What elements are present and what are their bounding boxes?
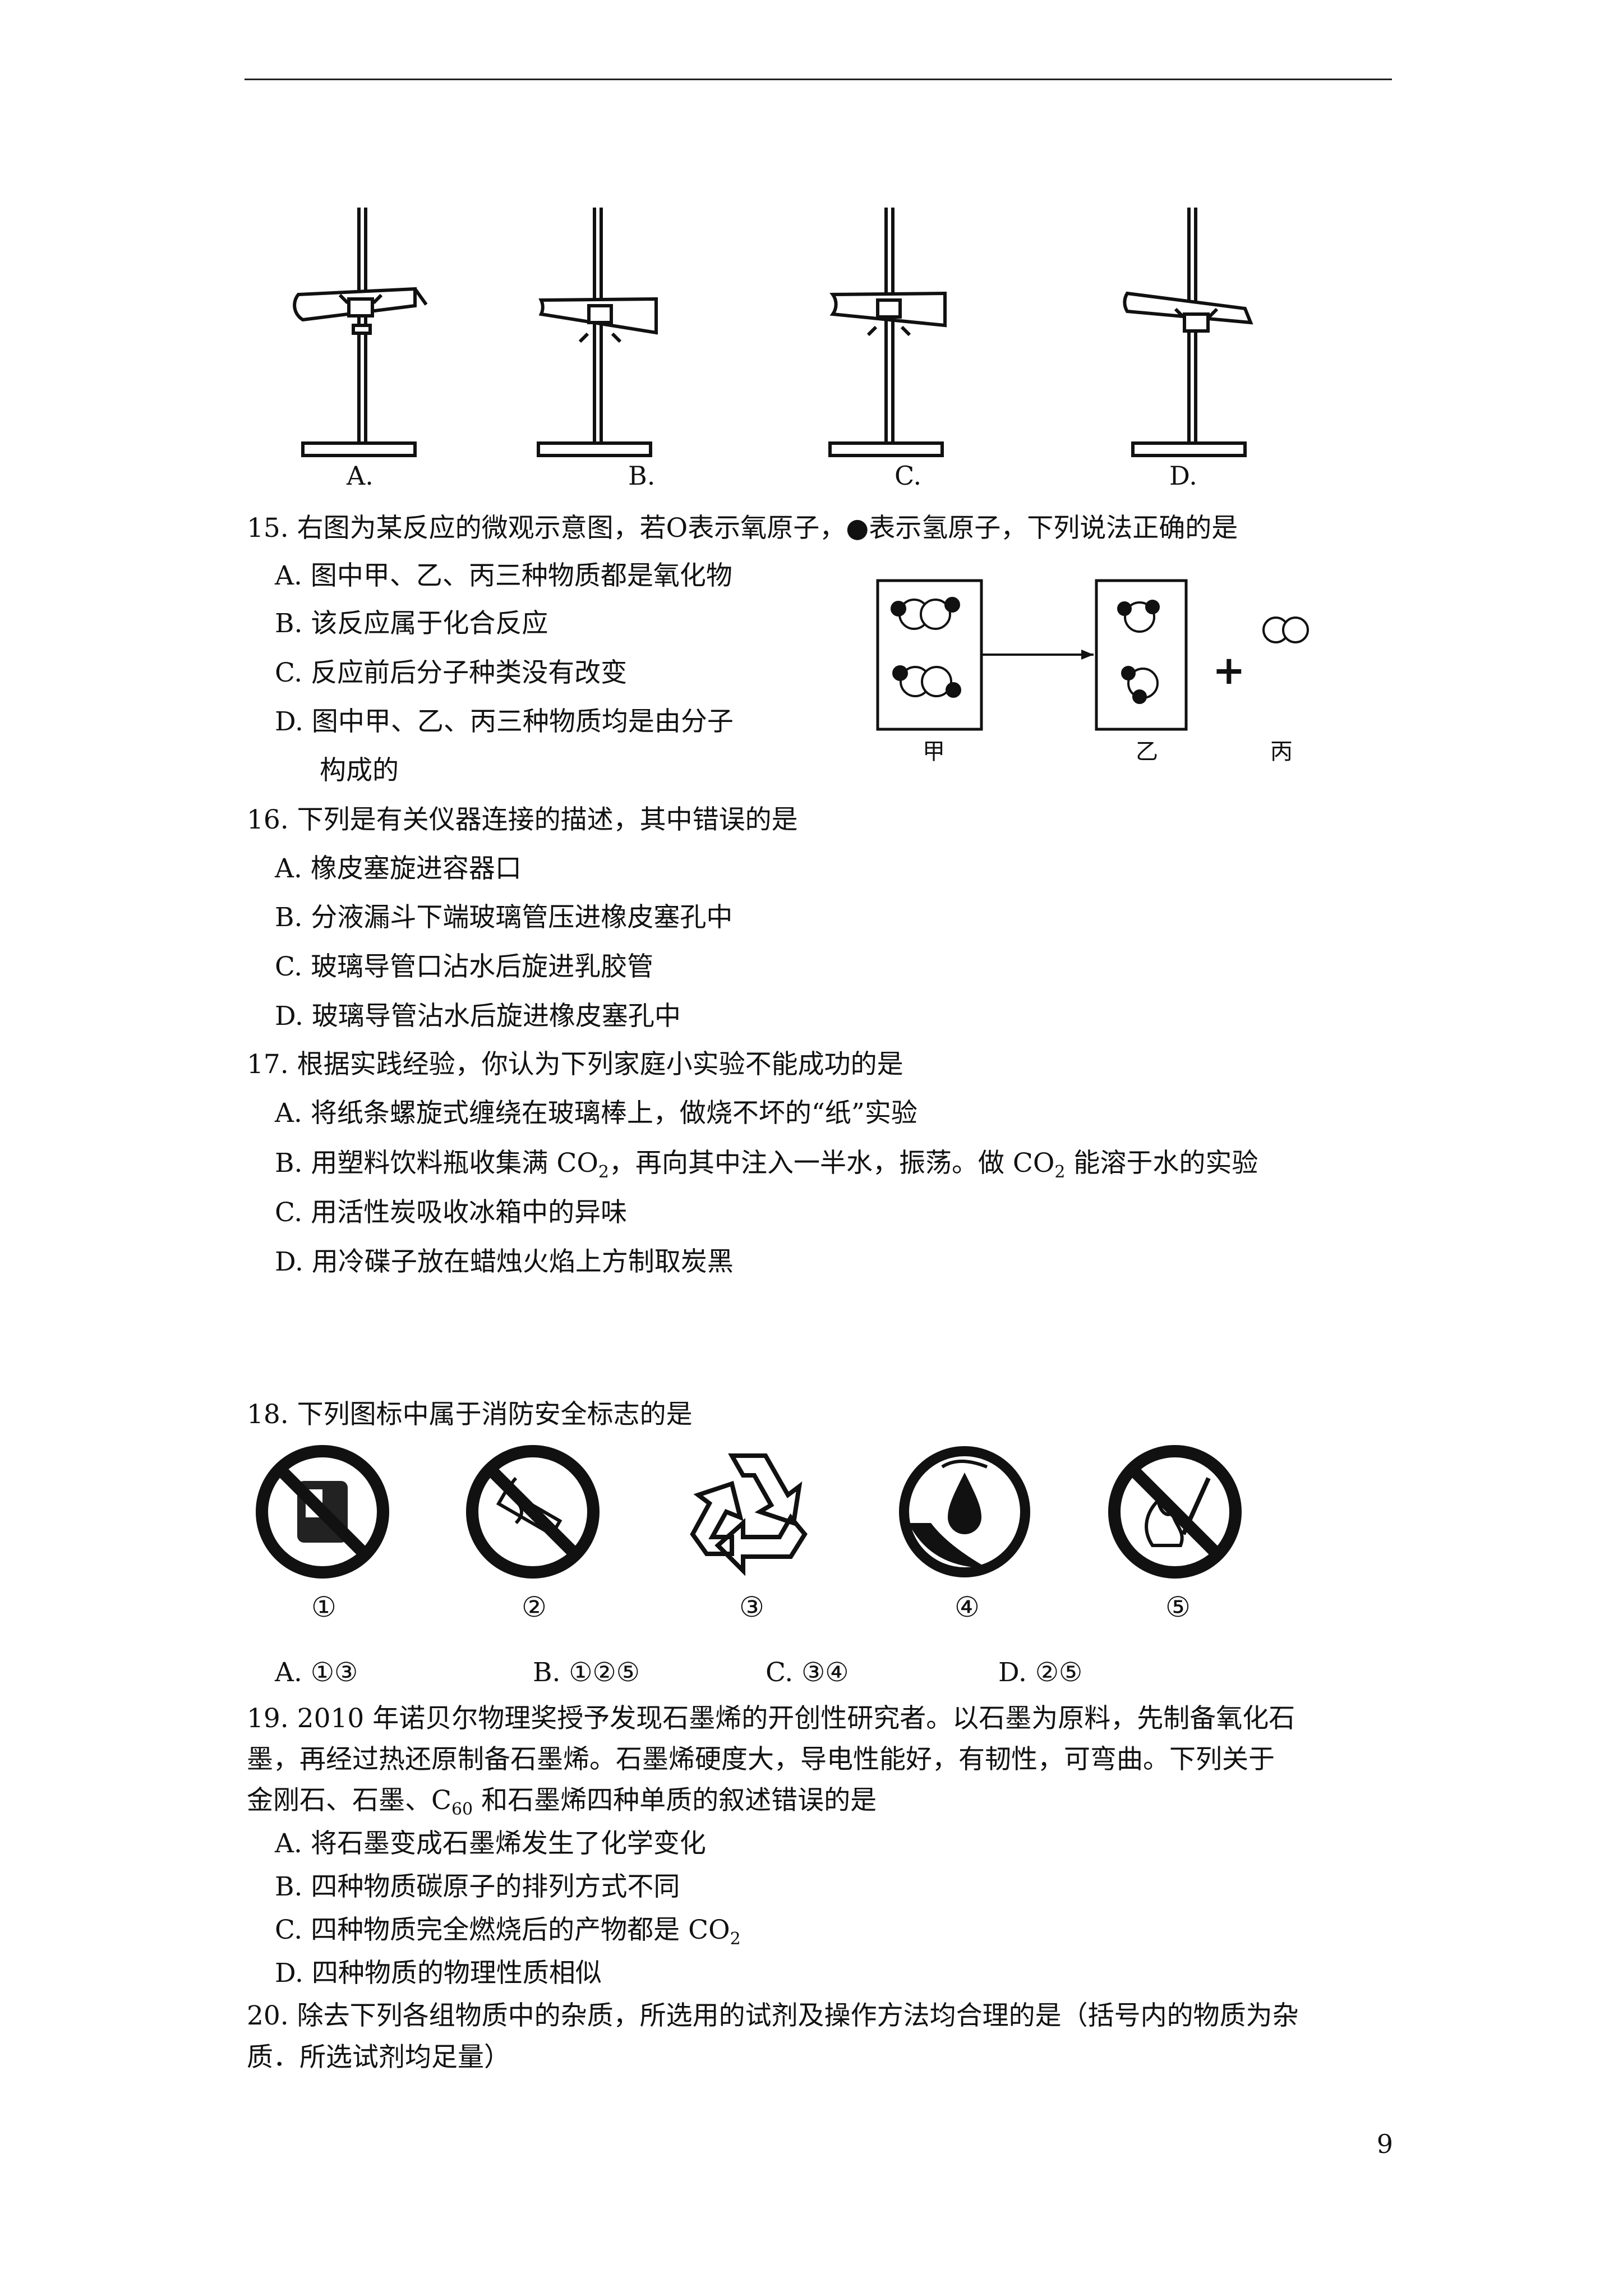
- icon-number-4: ④: [955, 1591, 980, 1623]
- icon-number-2: ②: [522, 1591, 547, 1623]
- icon-4-drop: [899, 1446, 1030, 1577]
- q16-stem: 16. 下列是有关仪器连接的描述，其中错误的是: [247, 804, 798, 835]
- q17-option-b: B. 用塑料饮料瓶收集满 CO2，再向其中注入一半水，振荡。做 CO2 能溶于水…: [275, 1145, 1258, 1190]
- q19-option-c: C. 四种物质完全燃烧后的产物都是 CO2: [275, 1912, 741, 1957]
- q18-choice-d: D. ②⑤: [998, 1657, 1083, 1688]
- q19-option-c-sub: 2: [730, 1929, 741, 1949]
- stand-label-a: A.: [347, 461, 374, 491]
- q17-option-b-sub1: 2: [598, 1162, 609, 1182]
- q19-option-b: B. 四种物质碳原子的排列方式不同: [275, 1871, 680, 1902]
- q19-option-d: D. 四种物质的物理性质相似: [275, 1958, 602, 1989]
- q15-option-d: D. 图中甲、乙、丙三种物质均是由分子: [275, 706, 734, 737]
- q19-option-c-text: C. 四种物质完全燃烧后的产物都是 CO: [275, 1915, 730, 1945]
- q17-option-b-part3: 能溶于水的实验: [1065, 1148, 1258, 1179]
- stand-d: [1123, 208, 1253, 457]
- q17-option-b-part1: B. 用塑料饮料瓶收集满 CO: [275, 1148, 598, 1179]
- q18-stem: 18. 下列图标中属于消防安全标志的是: [247, 1399, 693, 1430]
- q17-option-b-part2: ，再向其中注入一半水，振荡。做 CO: [608, 1148, 1055, 1179]
- q18-choice-c: C. ③④: [766, 1657, 849, 1688]
- q18-choice-b: B. ①②⑤: [533, 1657, 640, 1688]
- q20-line2: 质．所选试剂均足量）: [247, 2042, 510, 2073]
- stand-a: [293, 208, 428, 457]
- stand-b: [537, 208, 658, 457]
- q18-choice-a: A. ①③: [275, 1657, 358, 1688]
- label-bing: 丙: [1270, 739, 1293, 765]
- stand-label-b: B.: [628, 461, 656, 491]
- q15-option-b: B. 该反应属于化合反应: [275, 608, 548, 639]
- q19-option-a: A. 将石墨变成石墨烯发生了化学变化: [275, 1828, 706, 1859]
- q20-line1: 20. 除去下列各组物质中的杂质，所选用的试剂及操作方法均合理的是（括号内的物质…: [247, 2000, 1299, 2031]
- q19-line3-part2: 和石墨烯四种单质的叙述错误的是: [473, 1785, 877, 1816]
- q19-line3-sub: 60: [451, 1800, 473, 1819]
- q16-option-a: A. 橡皮塞旋进容器口: [275, 853, 522, 884]
- stand-label-d: D.: [1169, 461, 1197, 491]
- q19-line3-part1: 金刚石、石墨、C: [247, 1785, 451, 1816]
- q15-option-c: C. 反应前后分子种类没有改变: [275, 657, 628, 688]
- icon-1-no-barrel: [256, 1445, 389, 1579]
- q17-option-b-sub2: 2: [1054, 1162, 1066, 1182]
- q19-line2: 墨，再经过热还原制备石墨烯。石墨烯硬度大，导电性能好，有韧性，可弯曲。下列关于: [247, 1744, 1275, 1775]
- icon-number-3: ③: [739, 1591, 764, 1623]
- q16-option-d: D. 玻璃导管沾水后旋进橡皮塞孔中: [275, 1001, 681, 1032]
- header-rule: [245, 79, 1392, 80]
- icon-5-no-open-flame: [1108, 1445, 1242, 1579]
- stand-label-c: C.: [895, 461, 922, 491]
- q16-option-b: B. 分液漏斗下端玻璃管压进橡皮塞孔中: [275, 902, 733, 933]
- icon-3-recycle: [690, 1453, 808, 1576]
- label-jia: 甲: [923, 739, 945, 765]
- page-number: 9: [1376, 2129, 1393, 2159]
- q16-option-c: C. 玻璃导管口沾水后旋进乳胶管: [275, 951, 654, 982]
- q17-option-c: C. 用活性炭吸收冰箱中的异味: [275, 1197, 628, 1228]
- q19-line1: 19. 2010 年诺贝尔物理奖授予发现石墨烯的开创性研究者。以石墨为原料，先制…: [247, 1703, 1295, 1734]
- q17-option-a: A. 将纸条螺旋式缠绕在玻璃棒上，做烧不坏的“纸”实验: [275, 1098, 917, 1129]
- icon-2-no-smoking: [466, 1445, 600, 1579]
- q17-option-d: D. 用冷碟子放在蜡烛火焰上方制取炭黑: [275, 1246, 734, 1277]
- reaction-plus: +: [1212, 647, 1246, 693]
- iron-stands-figure: [293, 208, 1253, 457]
- q15-stem: 15. 右图为某反应的微观示意图，若O表示氧原子，●表示氢原子，下列说法正确的是: [247, 513, 1238, 544]
- safety-icons-figure: [256, 1445, 1242, 1579]
- q15-option-a: A. 图中甲、乙、丙三种物质都是氧化物: [275, 560, 732, 591]
- q17-stem: 17. 根据实践经验，你认为下列家庭小实验不能成功的是: [247, 1049, 903, 1080]
- icon-number-1: ①: [311, 1591, 336, 1623]
- q15-option-d-cont: 构成的: [320, 755, 399, 786]
- label-yi: 乙: [1136, 739, 1158, 765]
- q19-line3: 金刚石、石墨、C60 和石墨烯四种单质的叙述错误的是: [247, 1783, 877, 1828]
- stand-c: [828, 208, 947, 457]
- reaction-diagram: [876, 579, 1309, 731]
- icon-number-5: ⑤: [1165, 1591, 1191, 1623]
